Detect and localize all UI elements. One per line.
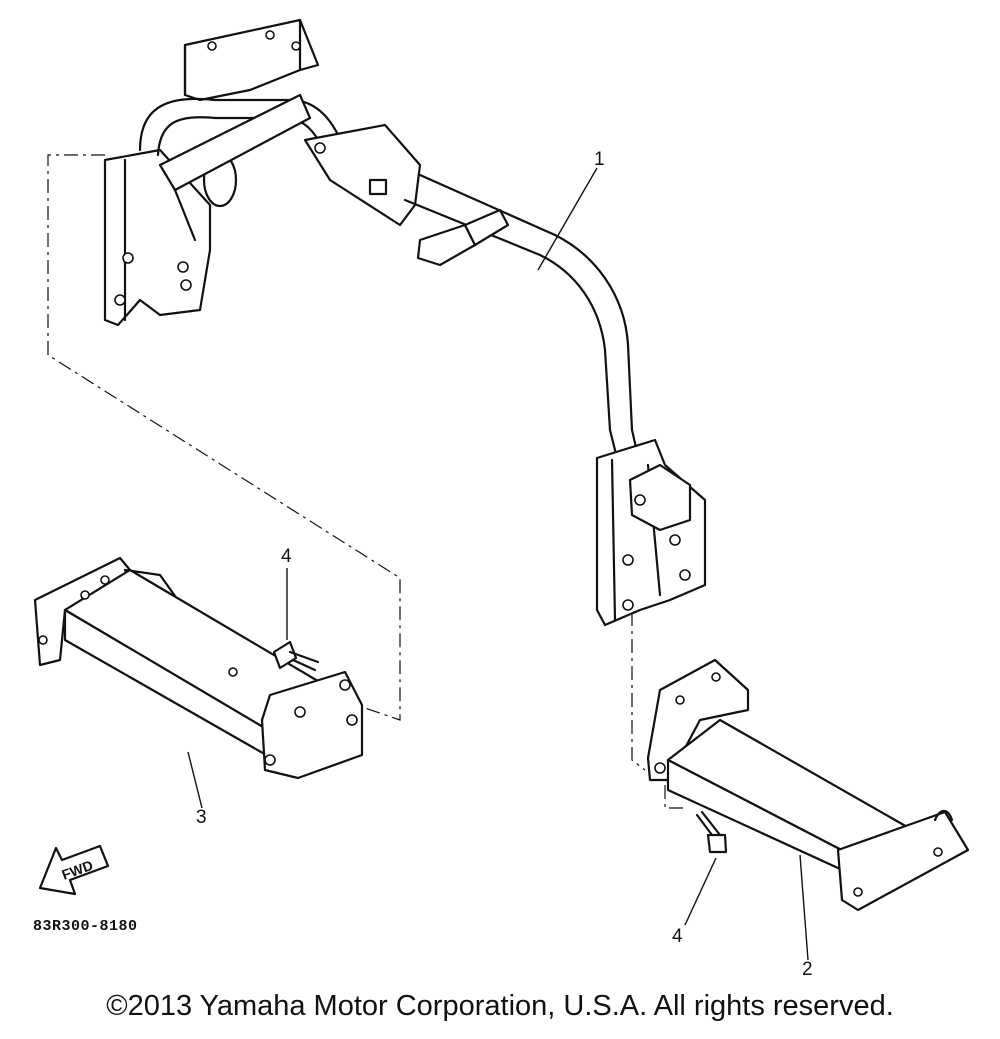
callout-3: 3: [196, 807, 207, 828]
left-bracket-part: [33, 556, 364, 780]
callout-1: 1: [594, 149, 605, 170]
diagram-code: 83R300-8180: [33, 918, 138, 935]
right-bracket-part: [646, 658, 970, 912]
callout-2: 2: [802, 959, 813, 980]
bolt-lower: [695, 810, 728, 854]
forward-arrow-icon: FWD: [38, 844, 110, 896]
parts-diagram: 1 2 3 4 4 FWD 83R300-8180: [33, 18, 970, 980]
assembly-guide-lines: [47, 154, 685, 809]
bolt-upper: [272, 640, 320, 672]
bumper-bar-part: [103, 18, 707, 627]
leader-lines: [187, 167, 809, 961]
callout-4-upper: 4: [281, 546, 292, 567]
callout-4-lower: 4: [672, 926, 683, 947]
copyright-notice: ©2013 Yamaha Motor Corporation, U.S.A. A…: [106, 990, 894, 1022]
